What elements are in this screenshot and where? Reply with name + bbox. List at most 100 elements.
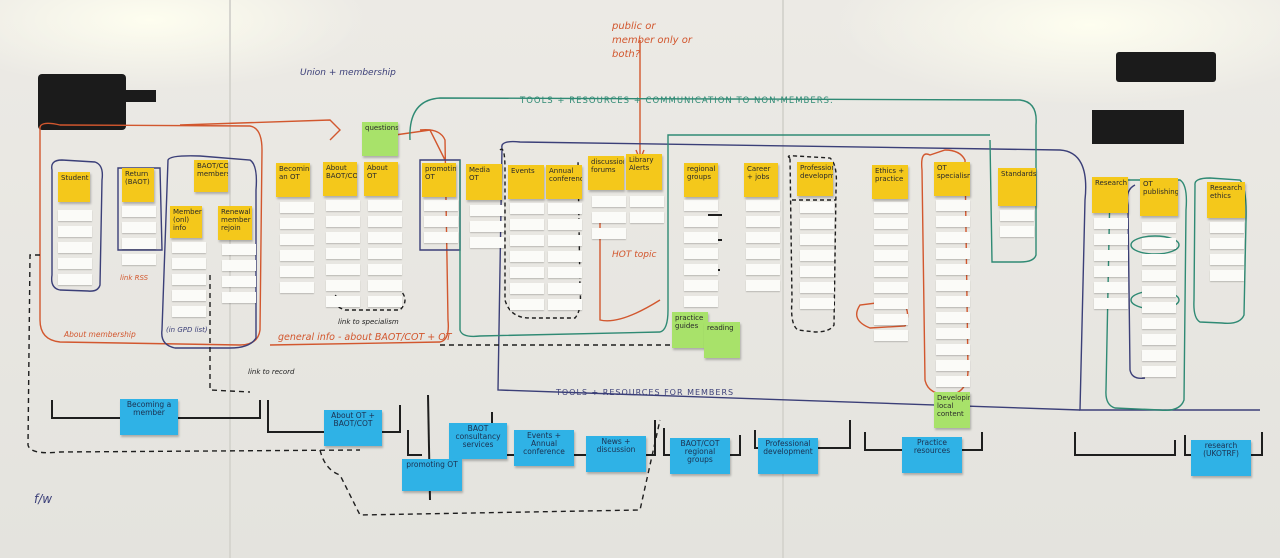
index-card bbox=[936, 328, 970, 339]
index-card bbox=[936, 360, 970, 371]
yellow-note: Standards bbox=[998, 168, 1036, 206]
index-card bbox=[800, 234, 834, 245]
index-card bbox=[326, 280, 360, 291]
annotation-tools-members: TOOLS + RESOURCES FOR MEMBERS bbox=[556, 388, 735, 397]
index-card bbox=[510, 267, 544, 278]
index-card bbox=[630, 196, 664, 207]
yellow-note: Member (onl) info bbox=[170, 206, 202, 238]
index-card bbox=[172, 274, 206, 285]
index-card bbox=[326, 216, 360, 227]
index-card bbox=[684, 296, 718, 307]
yellow-note: About BAOT/COT bbox=[323, 162, 357, 196]
yellow-note: Career + jobs bbox=[744, 163, 778, 197]
index-card bbox=[684, 200, 718, 211]
index-card bbox=[172, 242, 206, 253]
index-card bbox=[874, 282, 908, 293]
annotation-about-membership: About membership bbox=[64, 330, 136, 339]
index-card bbox=[368, 200, 402, 211]
yellow-note: regional groups bbox=[684, 163, 718, 197]
index-card bbox=[368, 280, 402, 291]
index-card bbox=[424, 232, 458, 243]
index-card bbox=[222, 276, 256, 287]
yellow-note: OT specialisms bbox=[934, 162, 970, 196]
annotation-general-info: general info - about BAOT/COT + OT bbox=[278, 332, 452, 343]
index-card bbox=[746, 264, 780, 275]
yellow-note: Annual conference bbox=[546, 165, 582, 199]
index-card bbox=[326, 200, 360, 211]
index-card bbox=[122, 238, 156, 249]
index-card bbox=[548, 235, 582, 246]
index-card bbox=[1094, 282, 1128, 293]
annotation-link-record: link to record bbox=[248, 368, 295, 376]
yellow-note: Return (BAOT) bbox=[122, 168, 154, 202]
green-note: questions bbox=[362, 122, 398, 156]
index-card bbox=[326, 248, 360, 259]
index-card bbox=[936, 344, 970, 355]
index-card bbox=[1142, 270, 1176, 281]
index-card bbox=[1142, 238, 1176, 249]
index-card bbox=[630, 212, 664, 223]
index-card bbox=[172, 290, 206, 301]
index-card bbox=[510, 251, 544, 262]
index-card bbox=[122, 222, 156, 233]
blue-note: Becoming a member bbox=[120, 399, 178, 435]
index-card bbox=[746, 232, 780, 243]
index-card bbox=[874, 314, 908, 325]
index-card bbox=[280, 218, 314, 229]
index-card bbox=[58, 258, 92, 269]
index-card bbox=[936, 248, 970, 259]
index-card bbox=[1142, 334, 1176, 345]
index-card bbox=[470, 221, 504, 232]
blue-note: About OT + BAOT/COT bbox=[324, 410, 382, 446]
green-note: reading bbox=[704, 322, 740, 358]
index-card bbox=[58, 210, 92, 221]
index-card bbox=[172, 306, 206, 317]
index-card bbox=[936, 312, 970, 323]
index-card bbox=[800, 266, 834, 277]
blue-note: BAOT/COT regional groups bbox=[670, 438, 730, 474]
index-card bbox=[122, 254, 156, 265]
index-card bbox=[936, 264, 970, 275]
green-note: Developing local content bbox=[934, 392, 970, 428]
yellow-note: OT publishing bbox=[1140, 178, 1178, 216]
index-card bbox=[684, 280, 718, 291]
index-card bbox=[684, 216, 718, 227]
index-card bbox=[548, 203, 582, 214]
index-card bbox=[280, 266, 314, 277]
index-card bbox=[368, 216, 402, 227]
index-card bbox=[684, 232, 718, 243]
annotation-link-specialism: link to specialism bbox=[338, 318, 399, 326]
blue-note: Practice resources bbox=[902, 437, 962, 473]
index-card bbox=[424, 216, 458, 227]
index-card bbox=[548, 283, 582, 294]
index-card bbox=[746, 200, 780, 211]
lamp-left-icon bbox=[38, 74, 126, 130]
index-card bbox=[368, 248, 402, 259]
index-card bbox=[58, 242, 92, 253]
index-card bbox=[280, 202, 314, 213]
index-card bbox=[548, 299, 582, 310]
annotation-gpd: (in GPD list) bbox=[166, 326, 208, 334]
green-note: practice guides bbox=[672, 312, 708, 348]
index-card bbox=[936, 200, 970, 211]
index-card bbox=[874, 218, 908, 229]
index-card bbox=[280, 234, 314, 245]
index-card bbox=[510, 203, 544, 214]
index-card bbox=[1094, 218, 1128, 229]
index-card bbox=[1210, 254, 1244, 265]
index-card bbox=[1142, 254, 1176, 265]
blue-note: News + discussion bbox=[586, 436, 646, 472]
index-card bbox=[936, 232, 970, 243]
index-card bbox=[510, 283, 544, 294]
index-card bbox=[368, 296, 402, 307]
index-card bbox=[592, 228, 626, 239]
yellow-note: Becoming an OT bbox=[276, 163, 310, 197]
blue-note: Professional development bbox=[758, 438, 818, 474]
index-card bbox=[936, 216, 970, 227]
board-seam bbox=[782, 0, 784, 558]
index-card bbox=[1000, 210, 1034, 221]
index-card bbox=[280, 250, 314, 261]
index-card bbox=[1094, 234, 1128, 245]
index-card bbox=[874, 266, 908, 277]
